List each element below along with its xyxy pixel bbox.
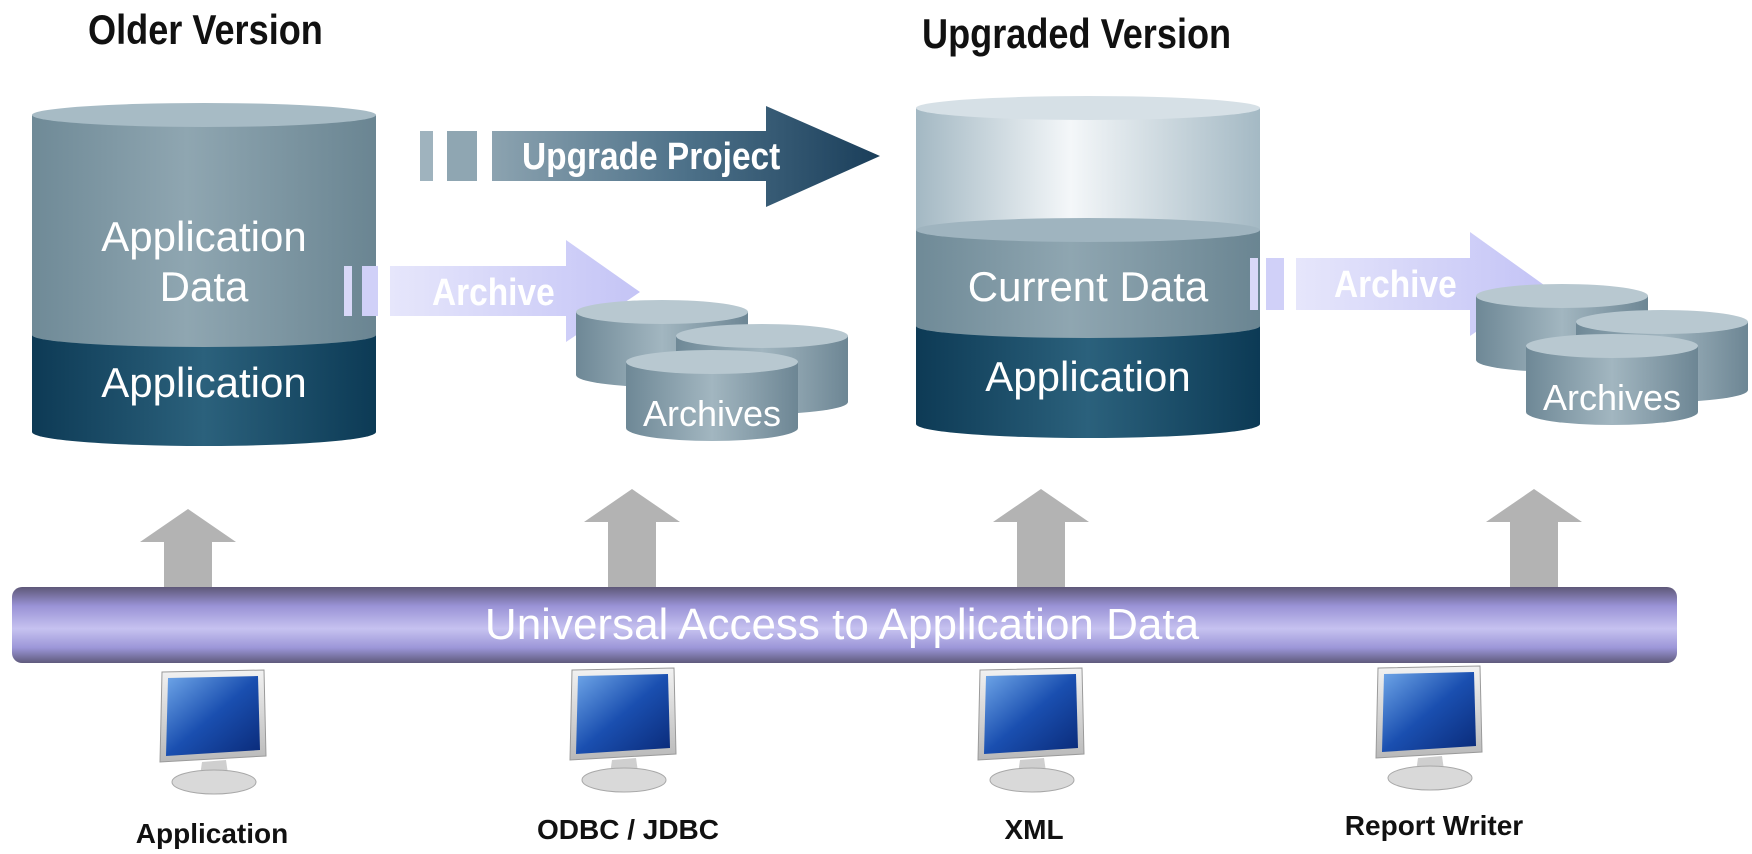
client-label-xml: XML <box>1004 814 1064 845</box>
older-application-data-label: Application Data <box>32 212 376 313</box>
up-arrow-report <box>1486 489 1582 590</box>
universal-access-label: Universal Access to Application Data <box>484 600 1200 649</box>
client-label-odbc-jdbc: ODBC / JDBC <box>536 814 719 845</box>
up-arrow-xml <box>993 489 1089 590</box>
monitor-icon <box>977 667 1085 793</box>
older-application-label: Application <box>101 359 307 406</box>
upgrade-project-arrow <box>420 106 880 207</box>
monitor-icon <box>159 669 267 795</box>
archives-left-label: Archives <box>642 393 782 434</box>
monitor-icon <box>1375 665 1483 791</box>
up-arrow-application <box>140 509 236 590</box>
older-application-data-line2: Data <box>159 263 249 311</box>
upgraded-version-heading: Upgraded Version <box>922 10 1232 57</box>
archive-cylinders-right <box>1476 284 1748 425</box>
archive-cylinders-left <box>576 300 848 441</box>
upgrade-project-label: Upgrade Project <box>522 136 781 178</box>
older-version-heading: Older Version <box>88 6 323 53</box>
archive-right-label: Archive <box>1334 264 1457 306</box>
client-label-report-writer: Report Writer <box>1344 810 1524 841</box>
current-data-label: Current Data <box>967 263 1209 310</box>
archive-left-label: Archive <box>432 272 555 314</box>
archives-right-label: Archives <box>1542 377 1682 418</box>
monitor-icon <box>569 667 677 793</box>
older-database-cylinder <box>32 103 376 446</box>
upgraded-database-cylinder <box>916 96 1260 438</box>
up-arrows <box>140 489 1582 590</box>
universal-access-bus <box>12 587 1677 663</box>
client-label-application: Application <box>135 818 289 849</box>
older-application-data-line1: Application <box>101 213 307 260</box>
upgraded-application-label: Application <box>985 353 1191 400</box>
up-arrow-odbc <box>584 489 680 590</box>
